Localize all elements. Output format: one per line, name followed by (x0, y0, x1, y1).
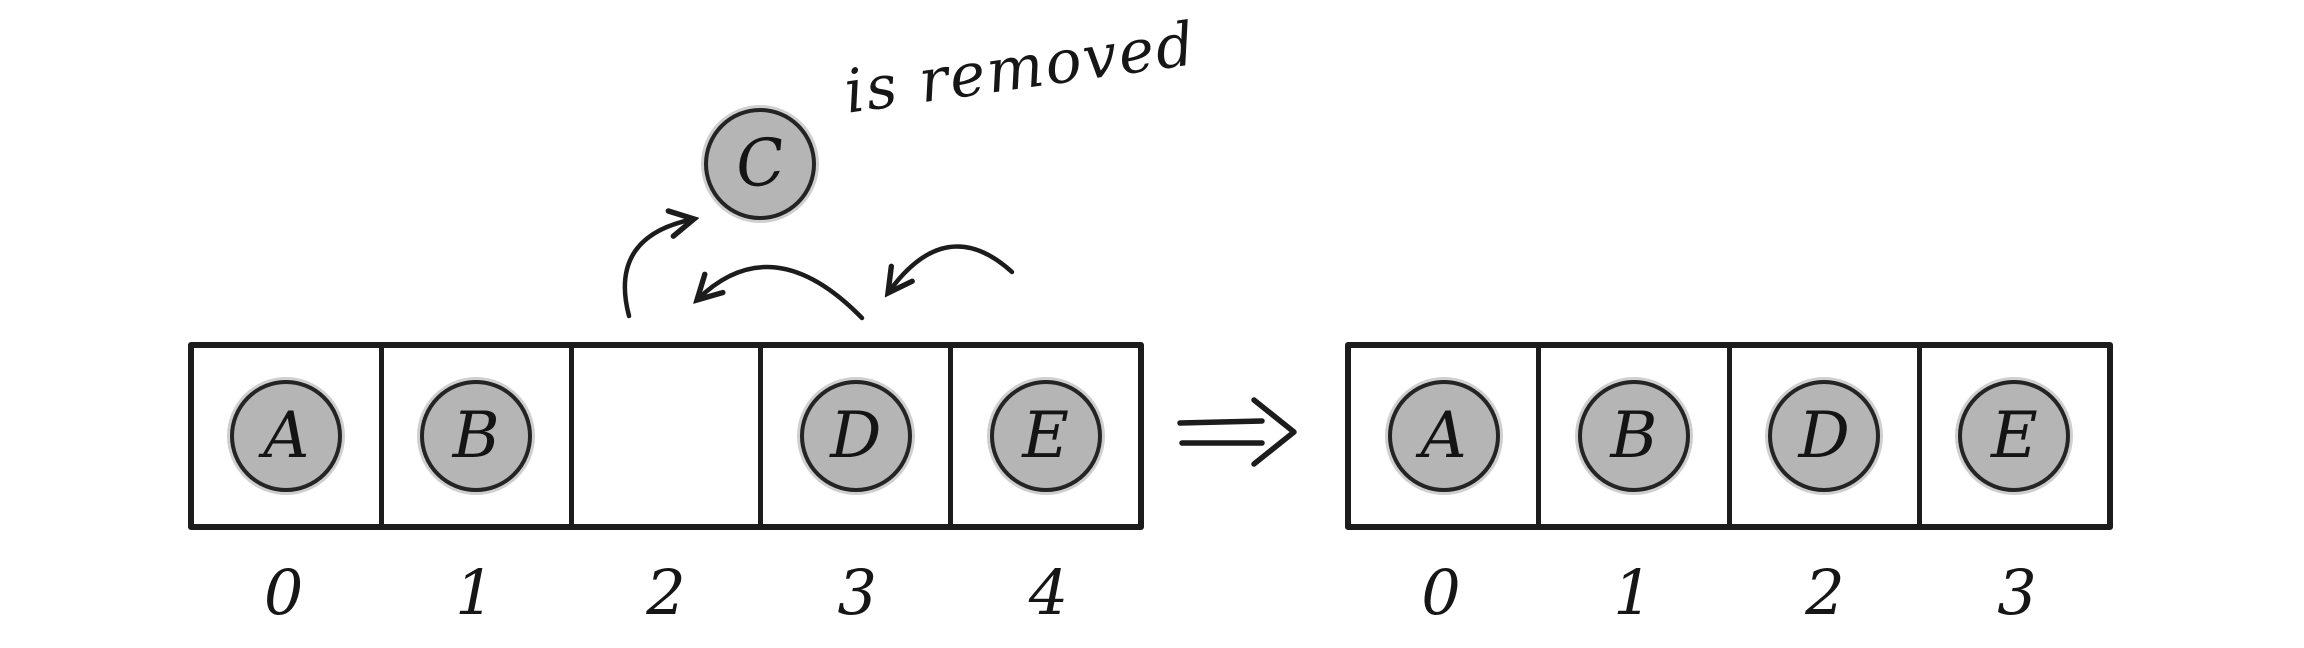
removed-element-label: C (731, 124, 789, 204)
array-cell-4: E (953, 348, 1138, 524)
element-label: E (1991, 399, 2038, 473)
element-label: D (1798, 399, 1850, 473)
array-cell-0: A (194, 348, 384, 524)
index-label: 4 (1028, 556, 1069, 629)
array-cell-1: B (1541, 348, 1732, 524)
index-label: 2 (1805, 556, 1845, 629)
arrow-remove-up-icon (622, 219, 694, 319)
array-element: B (420, 380, 533, 492)
array-element: A (230, 380, 343, 492)
element-label: D (830, 399, 882, 473)
index-label: 2 (646, 556, 686, 629)
double-arrow-icon (1177, 397, 1297, 467)
arrow-shift-e-icon (888, 244, 1015, 293)
index-label: 3 (1997, 556, 2037, 629)
array-element: D (1768, 380, 1881, 492)
element-label: B (452, 399, 500, 473)
index-label: 0 (263, 556, 304, 629)
element-label: B (1610, 399, 1658, 473)
element-label: A (263, 399, 310, 473)
array-element: B (1577, 380, 1690, 492)
index-row-after: 0 1 2 3 (1345, 556, 2113, 629)
index-label: 3 (837, 556, 877, 629)
array-element: E (989, 380, 1102, 492)
array-element: E (1958, 380, 2071, 492)
index-label: 1 (1613, 556, 1653, 629)
array-cell-3: E (1922, 348, 2107, 524)
index-label: 1 (455, 556, 495, 629)
array-element: D (799, 380, 912, 492)
array-cell-3: D (763, 348, 954, 524)
array-cell-1: B (384, 348, 574, 524)
arrow-shift-d-icon (697, 264, 865, 321)
index-row-before: 0 1 2 3 4 (188, 556, 1144, 629)
array-cell-2: D (1732, 348, 1922, 524)
element-label: A (1420, 399, 1467, 473)
array-before: A B D E (188, 342, 1144, 530)
array-cell-0: A (1351, 348, 1542, 524)
element-label: E (1022, 399, 1069, 473)
array-after: A B D E (1345, 342, 2113, 530)
array-element: A (1387, 380, 1500, 492)
annotation-text: is removed (840, 9, 1201, 128)
removed-element-circle: C (704, 108, 816, 220)
index-label: 0 (1421, 556, 1461, 629)
array-cell-2-empty (574, 348, 764, 524)
